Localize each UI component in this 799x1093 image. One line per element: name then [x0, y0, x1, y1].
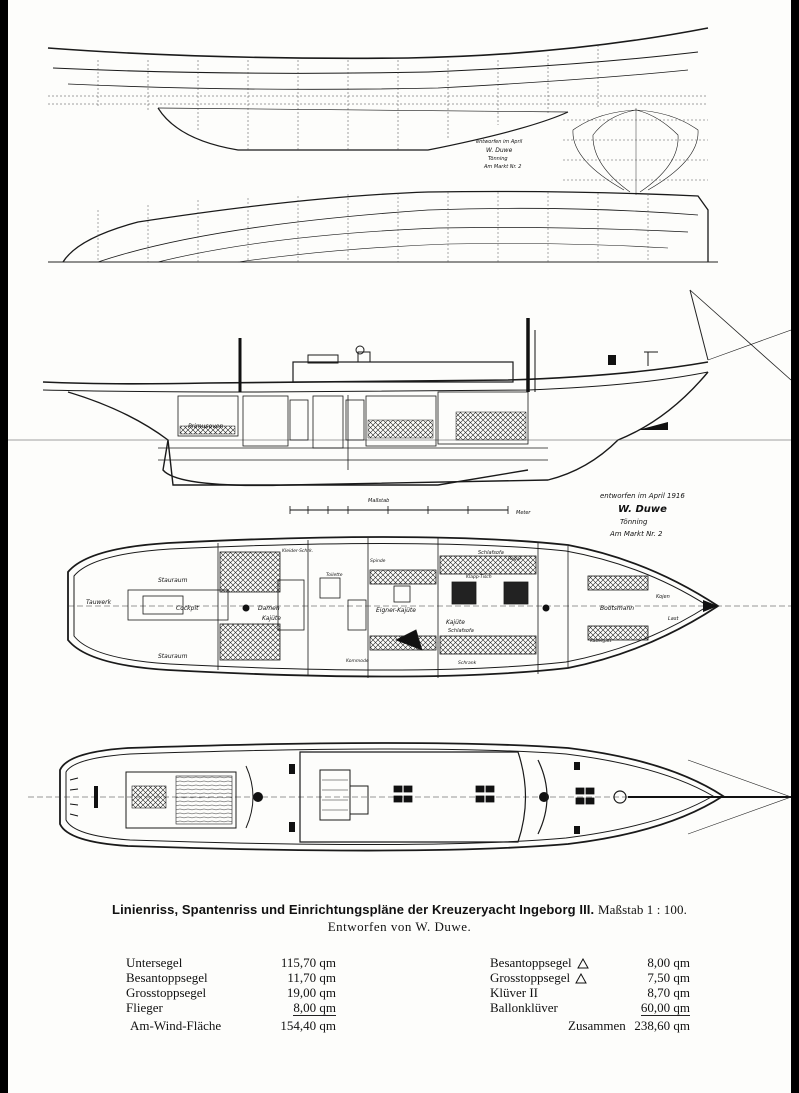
plan-label-kojen: Kojen [656, 594, 670, 600]
svg-text:Am Markt Nr. 2: Am Markt Nr. 2 [483, 164, 521, 170]
plan-label-klapp-tisch: Klapp-Tisch [466, 574, 492, 580]
sail-row: Flieger 8,00 qm [126, 1000, 336, 1016]
plan-caption: Linienriss, Spantenriss und Einrichtungs… [8, 902, 791, 935]
sail-row: Untersegel 115,70 qm [126, 955, 336, 970]
caption-title: Linienriss, Spantenriss und Einrichtungs… [8, 902, 791, 918]
plan-label-stauraum-top: Stauraum [158, 577, 188, 584]
caption-title-text: Linienriss, Spantenriss und Einrichtungs… [112, 902, 595, 917]
sail-row: Ballonklüver 60,00 qm [490, 1000, 690, 1016]
yacht-plans-drawing: entworfen im April W. Duwe Tönning Am Ma… [8, 27, 791, 852]
plan-label-bootsmann: Bootsmann [600, 605, 634, 612]
plan-label-schlafsofa-bottom: Schlafsofa [448, 628, 474, 634]
plan-label-kabelgatt: Kabelgatt [590, 638, 612, 644]
sail-row: Klüver II 8,70 qm [490, 985, 690, 1000]
plan-label-eigner: Eigner-Kajüte [376, 607, 416, 614]
plan-label-kajute-2: Kajüte [446, 619, 465, 626]
scale-bar-label: Maßstab [368, 498, 389, 504]
sail-row: Besantoppsegel 8,00 qm [490, 955, 690, 970]
deck-plan [28, 742, 791, 852]
lines-signature: W. Duwe [486, 147, 513, 154]
svg-text:W. Duwe: W. Duwe [618, 504, 667, 515]
plan-label-schrank: Schrank [458, 660, 477, 666]
triangle-icon [575, 973, 588, 984]
plan-label-kajute: Kajüte [262, 615, 281, 622]
triangle-icon [576, 958, 589, 969]
svg-text:entworfen im April 1916: entworfen im April 1916 [600, 492, 685, 500]
profile-section: Primusoven Maßstab Meter e [8, 289, 791, 538]
profile-label-primus: Primusoven [188, 423, 223, 430]
section-signature: entworfen im April 1916 W. Duwe Tönning … [600, 492, 685, 538]
sail-row: Besantoppsegel 11,70 qm [126, 970, 336, 985]
plan-label-cockpit: Cockpit [176, 605, 199, 612]
lines-plan-profile: entworfen im April W. Duwe Tönning Am Ma… [47, 27, 709, 195]
plan-label-schlafsofa-top: Schlafsofa [478, 550, 504, 556]
plan-label-stauraum-bottom: Stauraum [158, 653, 188, 660]
sail-areas-right: Besantoppsegel 8,00 qm Grosstoppsegel 7,… [490, 955, 690, 1033]
caption-designer: Entworfen von W. Duwe. [327, 919, 472, 934]
drawing-page: entworfen im April W. Duwe Tönning Am Ma… [8, 0, 791, 1093]
plan-label-toilette: Toilette [326, 572, 343, 578]
svg-text:Am Markt Nr. 2: Am Markt Nr. 2 [609, 530, 663, 538]
plan-label-spinde: Spinde [370, 558, 386, 564]
plan-label-last: Last [668, 616, 679, 622]
sail-row: Grosstoppsegel 7,50 qm [490, 970, 690, 985]
plan-label-kleider: Kleider-Schrk. [282, 548, 313, 554]
scale-bar: Maßstab Meter [289, 498, 531, 516]
sail-total-row: Am-Wind-Fläche 154,40 qm [130, 1018, 336, 1033]
svg-text:entworfen im April: entworfen im April [476, 139, 523, 145]
svg-text:Tönning: Tönning [620, 518, 648, 526]
scale-bar-unit: Meter [516, 510, 531, 516]
sail-total-row: Zusammen 238,60 qm [568, 1018, 690, 1033]
sail-row: Grosstoppsegel 19,00 qm [126, 985, 336, 1000]
plan-label-regal: Regal [508, 556, 522, 562]
plan-label-damen: Damen [258, 605, 280, 612]
accommodation-plan: Tauwerk Stauraum Stauraum Cockpit Damen … [67, 536, 791, 678]
plan-label-tauwerk: Tauwerk [86, 599, 112, 606]
sail-areas-left: Untersegel 115,70 qm Besantoppsegel 11,7… [126, 955, 336, 1033]
plan-label-kommode: Kommode [346, 658, 369, 664]
lines-plan-waterlines [48, 190, 718, 263]
svg-text:Tönning: Tönning [488, 156, 508, 162]
caption-scale: Maßstab 1 : 100. [597, 902, 687, 917]
